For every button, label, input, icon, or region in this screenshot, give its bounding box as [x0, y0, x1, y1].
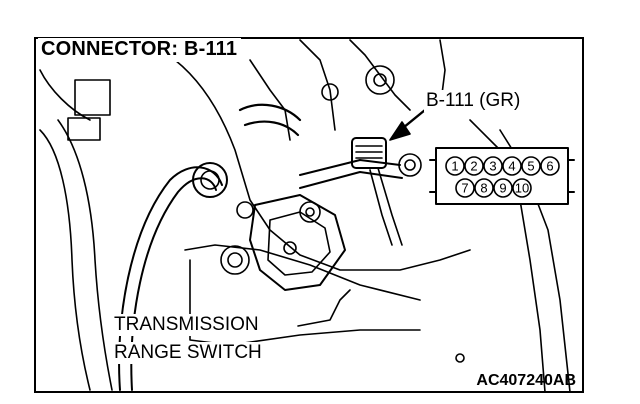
pin-10-label: 10 [515, 181, 529, 196]
pin-10-circle [512, 178, 532, 198]
pin-2-circle [464, 156, 484, 176]
cable-loop [118, 162, 228, 391]
pin-5-label: 5 [527, 159, 534, 174]
pin-9-circle [493, 178, 513, 198]
connector-title: CONNECTOR: B-111 [38, 38, 242, 62]
bolts [220, 65, 465, 363]
part-label-line1: TRANSMISSION [112, 314, 261, 336]
pin-3-circle [483, 156, 503, 176]
harness-connector [351, 137, 387, 169]
pointer-arrow [389, 108, 427, 141]
pin-8-label: 8 [480, 181, 487, 196]
connector-label: B-111 (GR) [424, 90, 523, 112]
pin-4-label: 4 [508, 159, 515, 174]
figure-code: AC407240AB [476, 372, 576, 389]
part-label-line2: RANGE SWITCH [112, 342, 264, 364]
pin-8-circle [474, 178, 494, 198]
pin-7-label: 7 [461, 181, 468, 196]
pin-6-label: 6 [546, 159, 553, 174]
pin-2-label: 2 [470, 159, 477, 174]
pin-1-circle [445, 156, 465, 176]
pin-4-circle [502, 156, 522, 176]
transmission-housing [174, 39, 571, 393]
pin-3-label: 3 [489, 159, 496, 174]
left-hose [39, 69, 113, 391]
pin-5-circle [521, 156, 541, 176]
pin-6-circle [540, 156, 560, 176]
pin-1-label: 1 [451, 159, 458, 174]
pin-7-circle [455, 178, 475, 198]
pin-9-label: 9 [499, 181, 506, 196]
range-switch-body [249, 159, 403, 291]
part-leader-line [297, 289, 351, 327]
